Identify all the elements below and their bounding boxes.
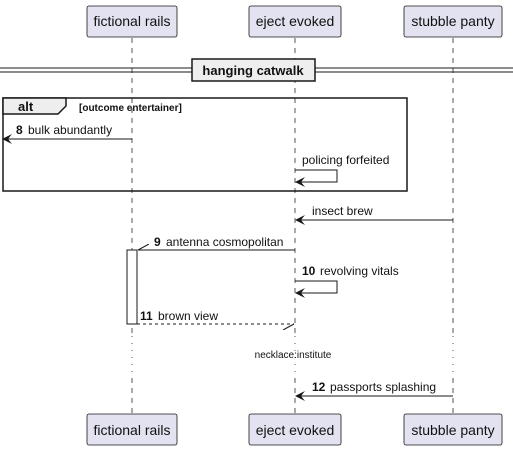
message-arrow [295,280,338,298]
divider-hanging-catwalk: hanging catwalk [0,58,513,82]
alt-keyword: alt [18,99,34,114]
delay-break: necklace:institute [126,334,459,376]
participant-label: stubble panty [411,422,494,438]
participant-fictional-rails-bottom[interactable]: fictional rails [86,413,178,446]
message-policing-forfeited[interactable]: policing forfeited [295,153,389,187]
alt-fragment: alt [outcome entertainer] [2,97,408,192]
delay-label: necklace:institute [255,350,332,361]
message-9[interactable]: 9 antenna cosmopolitan [138,235,295,251]
message-number: 12 [312,380,326,394]
message-number: 8 [16,123,23,137]
message-label: insect brew [312,204,373,218]
message-label: antenna cosmopolitan [166,235,283,249]
message-label: revolving vitals [320,264,399,278]
message-number: 10 [302,264,316,278]
message-number: 9 [154,235,161,249]
participant-label: fictional rails [93,13,170,29]
divider-label: hanging catwalk [202,63,304,78]
message-label: brown view [158,309,218,323]
message-label: passports splashing [330,380,436,394]
message-arrow [295,169,338,187]
participant-eject-evoked-top[interactable]: eject evoked [248,5,342,38]
message-number: 11 [140,309,153,323]
message-label: policing forfeited [302,153,389,167]
message-10[interactable]: 10 revolving vitals [295,264,399,298]
message-insect-brew[interactable]: insect brew [295,204,453,225]
participant-label: eject evoked [256,422,335,438]
participant-label: fictional rails [93,422,170,438]
participant-label: stubble panty [411,13,494,29]
message-8[interactable]: 8 bulk abundantly [2,123,132,144]
participant-label: eject evoked [256,13,335,29]
participant-stubble-panty-top[interactable]: stubble panty [403,5,503,38]
activation-bar [126,249,138,325]
alt-condition: [outcome entertainer] [79,103,182,114]
participant-fictional-rails-top[interactable]: fictional rails [86,5,178,38]
message-label: bulk abundantly [28,123,112,137]
participant-stubble-panty-bottom[interactable]: stubble panty [403,413,503,446]
message-11[interactable]: 11 brown view [137,309,294,324]
participant-eject-evoked-bottom[interactable]: eject evoked [248,413,342,446]
message-12[interactable]: 12 passports splashing [295,380,453,401]
